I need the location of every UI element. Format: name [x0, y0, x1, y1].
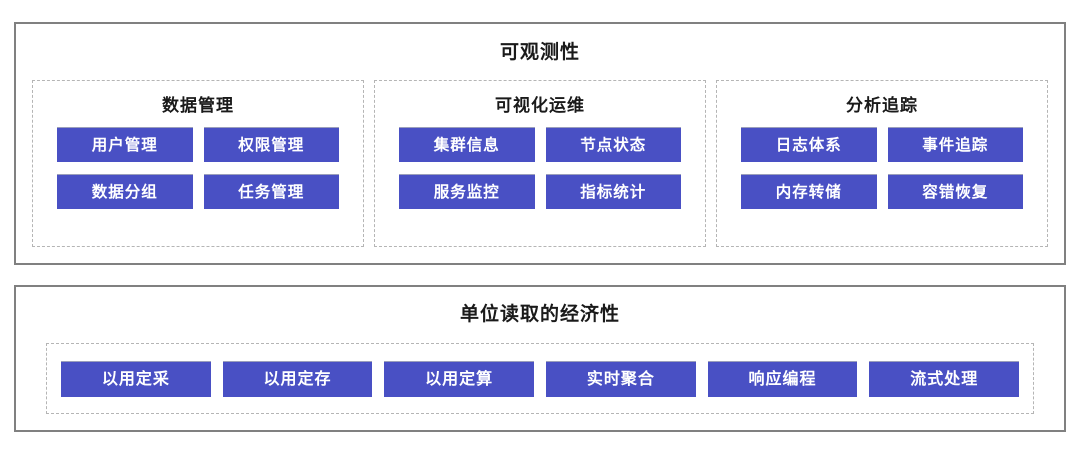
chip-service-monitoring[interactable]: 服务监控 — [399, 174, 535, 209]
group-data-management-title: 数据管理 — [162, 96, 234, 115]
chip-cluster-info[interactable]: 集群信息 — [399, 127, 535, 162]
chip-log-system[interactable]: 日志体系 — [741, 127, 877, 162]
group-visual-ops-title: 可视化运维 — [495, 96, 585, 115]
panel-economy-title: 单位读取的经济性 — [459, 304, 620, 325]
group-visual-ops: 可视化运维 集群信息 节点状态 服务监控 指标统计 — [374, 80, 706, 247]
chip-metric-statistics[interactable]: 指标统计 — [545, 174, 681, 209]
group-data-management: 数据管理 用户管理 权限管理 数据分组 任务管理 — [32, 80, 364, 247]
chip-on-demand-collection[interactable]: 以用定采 — [61, 360, 211, 397]
chip-task-management[interactable]: 任务管理 — [203, 174, 339, 209]
chip-data-grouping[interactable]: 数据分组 — [57, 174, 193, 209]
panel-observability: 可观测性 数据管理 用户管理 权限管理 数据分组 任务管理 可视化运维 集群信息… — [14, 22, 1066, 265]
chip-on-demand-compute[interactable]: 以用定算 — [384, 360, 535, 397]
panel-observability-title: 可观测性 — [499, 42, 580, 63]
chip-memory-dump[interactable]: 内存转储 — [741, 174, 877, 209]
chip-node-status[interactable]: 节点状态 — [545, 127, 681, 162]
chip-realtime-aggregation[interactable]: 实时聚合 — [546, 360, 696, 397]
chip-fault-tolerance-recovery[interactable]: 容错恢复 — [887, 174, 1023, 209]
chip-permission-management[interactable]: 权限管理 — [203, 127, 339, 162]
chip-on-demand-storage[interactable]: 以用定存 — [222, 360, 373, 397]
group-visual-ops-chips: 集群信息 节点状态 服务监控 指标统计 — [389, 127, 691, 209]
group-analysis-tracing: 分析追踪 日志体系 事件追踪 内存转储 容错恢复 — [716, 80, 1048, 247]
group-analysis-tracing-title: 分析追踪 — [846, 96, 918, 115]
chip-event-tracing[interactable]: 事件追踪 — [887, 127, 1023, 162]
observability-groups-row: 数据管理 用户管理 权限管理 数据分组 任务管理 可视化运维 集群信息 节点状态… — [32, 80, 1048, 247]
economy-band-chips: 以用定采 以用定存 以用定算 实时聚合 响应编程 流式处理 — [47, 360, 1033, 397]
group-analysis-tracing-chips: 日志体系 事件追踪 内存转储 容错恢复 — [731, 127, 1033, 209]
chip-reactive-programming[interactable]: 响应编程 — [707, 360, 858, 397]
group-data-management-chips: 用户管理 权限管理 数据分组 任务管理 — [47, 127, 349, 209]
chip-user-management[interactable]: 用户管理 — [57, 127, 193, 162]
economy-band: 以用定采 以用定存 以用定算 实时聚合 响应编程 流式处理 — [46, 343, 1034, 414]
panel-economy: 单位读取的经济性 以用定采 以用定存 以用定算 实时聚合 响应编程 流式处理 — [14, 285, 1066, 432]
chip-stream-processing[interactable]: 流式处理 — [869, 360, 1020, 397]
